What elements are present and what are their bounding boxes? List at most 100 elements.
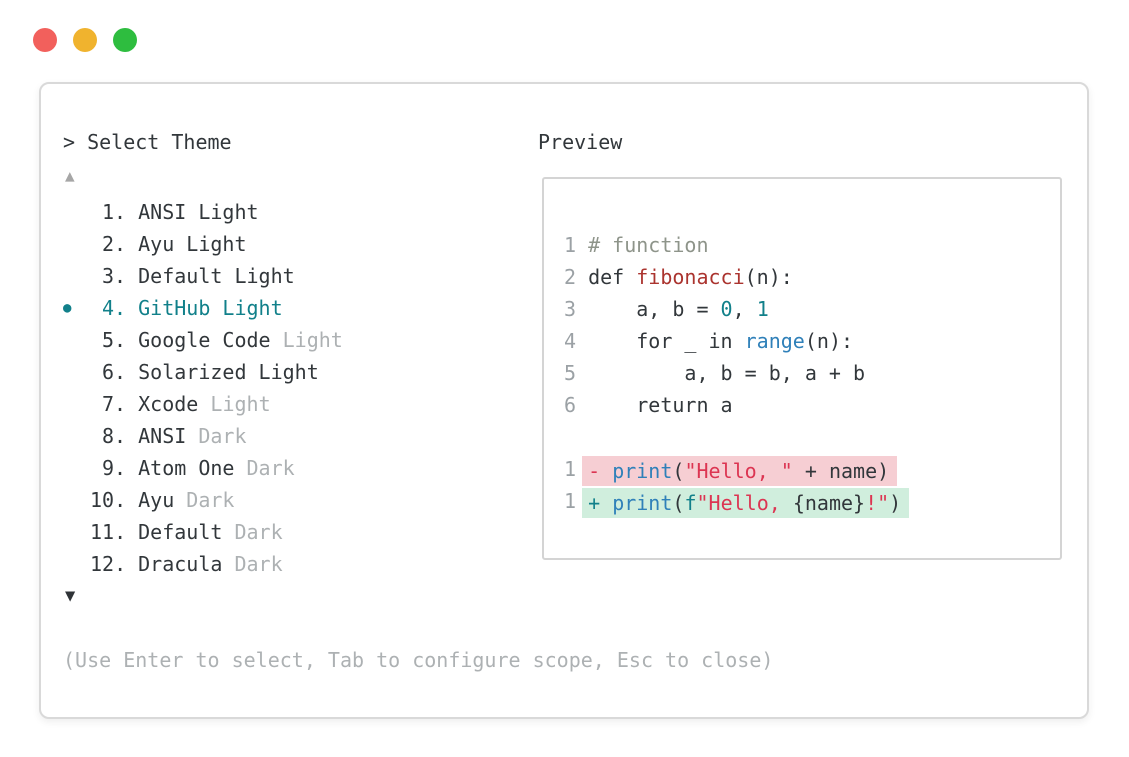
close-window-button[interactable] xyxy=(33,28,57,52)
diff-removed-line: - print("Hello, " + name) xyxy=(582,455,898,486)
theme-name-dim-suffix: Light xyxy=(270,328,343,352)
code-token: ( xyxy=(672,458,685,483)
code-line: 6 return a xyxy=(564,389,1060,421)
code-line-content: a, b = b, a + b xyxy=(588,357,865,389)
line-number: 1 xyxy=(564,489,589,513)
bullet-placeholder xyxy=(63,228,90,260)
code-token: !" xyxy=(865,490,890,515)
code-line: 2 def fibonacci(n): xyxy=(564,261,1060,293)
theme-option-ayu-dark[interactable]: 10. Ayu Dark xyxy=(63,484,343,516)
bullet-placeholder xyxy=(63,484,90,516)
theme-name: ANSI Dark xyxy=(138,424,247,448)
select-theme-prompt: > Select Theme xyxy=(63,130,232,154)
code-token: - xyxy=(588,458,613,483)
line-number: 3 xyxy=(564,297,589,321)
code-token: a, b = b, a + b xyxy=(588,361,866,385)
line-number: 4 xyxy=(564,329,589,353)
preview-label: Preview xyxy=(538,130,623,154)
code-line-content: for _ in range(n): xyxy=(588,325,853,357)
code-line: 1 + print(f"Hello, {name}!") xyxy=(564,485,1060,518)
bullet-placeholder xyxy=(63,388,90,420)
theme-number: 3. xyxy=(102,264,127,288)
code-token: + name) xyxy=(792,458,890,483)
code-token: f xyxy=(684,490,697,515)
code-line: 5 a, b = b, a + b xyxy=(564,357,1060,389)
theme-option-xcode-light[interactable]: 7. Xcode Light xyxy=(63,388,343,420)
theme-name-dim-suffix: Light xyxy=(198,392,271,416)
theme-picker-panel: > Select Theme ▲ 1. ANSI Light 2. Ayu Light… xyxy=(39,82,1089,719)
theme-option-default-light[interactable]: 3. Default Light xyxy=(63,260,343,292)
bullet-placeholder xyxy=(63,324,90,356)
bullet-placeholder xyxy=(63,356,90,388)
bullet-placeholder xyxy=(63,420,90,452)
bullet-placeholder xyxy=(63,548,90,580)
code-token: ( xyxy=(672,490,685,515)
bullet-placeholder xyxy=(63,452,90,484)
code-token: "Hello, " xyxy=(684,458,793,483)
theme-name-dim-suffix: Dark xyxy=(186,424,247,448)
minimize-window-button[interactable] xyxy=(73,28,97,52)
theme-number: 1. xyxy=(102,200,127,224)
theme-number: 2. xyxy=(102,232,127,256)
line-number: 1 xyxy=(564,457,589,481)
theme-number: 7. xyxy=(102,392,127,416)
theme-name: GitHub Light xyxy=(138,296,283,320)
code-token: ) xyxy=(889,490,902,515)
code-line-content: return a xyxy=(588,389,733,421)
code-token: for _ in xyxy=(588,329,745,353)
code-line: 1 # function xyxy=(564,229,1060,261)
theme-option-google-code-light[interactable]: 5. Google Code Light xyxy=(63,324,343,356)
theme-option-dracula-dark[interactable]: 12. Dracula Dark xyxy=(63,548,343,580)
zoom-window-button[interactable] xyxy=(113,28,137,52)
theme-name: Dracula Dark xyxy=(138,552,283,576)
code-token: range xyxy=(744,329,805,353)
bullet-placeholder xyxy=(63,260,90,292)
code-line: 1 - print("Hello, " + name) xyxy=(564,453,1060,486)
code-line xyxy=(564,421,1060,453)
theme-option-github-light[interactable]: ●4.GitHub Light xyxy=(63,292,343,324)
theme-name: Default Light xyxy=(138,264,295,288)
theme-name-dim-suffix: Dark xyxy=(222,520,283,544)
code-token: (n): xyxy=(804,329,854,353)
theme-option-atom-one-dark[interactable]: 9.Atom One Dark xyxy=(63,452,343,484)
theme-option-default-dark[interactable]: 11.Default Dark xyxy=(63,516,343,548)
scroll-up-icon[interactable]: ▲ xyxy=(65,166,75,185)
theme-name: Atom One Dark xyxy=(138,456,295,480)
theme-name: Ayu Dark xyxy=(138,488,235,512)
theme-number: 5. xyxy=(102,328,127,352)
code-token: a, b = xyxy=(588,297,721,321)
theme-option-ansi-dark[interactable]: 8.ANSI Dark xyxy=(63,420,343,452)
footer-hint: (Use Enter to select, Tab to configure s… xyxy=(63,648,774,672)
theme-option-solarized-light[interactable]: 6.Solarized Light xyxy=(63,356,343,388)
code-token: def xyxy=(588,265,637,289)
code-token: , xyxy=(732,297,757,321)
theme-name: ANSI Light xyxy=(138,200,259,224)
code-token: 1 xyxy=(756,297,769,321)
theme-name: Xcode Light xyxy=(138,392,271,416)
bullet-placeholder xyxy=(63,516,90,548)
theme-number: 10. xyxy=(90,488,127,512)
theme-list: 1. ANSI Light 2. Ayu Light 3. Default Light ●4… xyxy=(63,196,343,580)
theme-number: 11. xyxy=(90,520,127,544)
code-line-content: a, b = 0, 1 xyxy=(588,293,769,325)
code-token: + xyxy=(588,490,613,515)
theme-number: 6. xyxy=(102,360,127,384)
line-number: 5 xyxy=(564,361,589,385)
code-token: return a xyxy=(588,393,733,417)
theme-name: Google Code Light xyxy=(138,328,343,352)
theme-option-ayu-light[interactable]: 2. Ayu Light xyxy=(63,228,343,260)
window-controls xyxy=(33,28,137,52)
bullet-placeholder xyxy=(63,196,90,228)
scroll-down-icon[interactable]: ▼ xyxy=(65,586,76,606)
theme-option-ansi-light[interactable]: 1. ANSI Light xyxy=(63,196,343,228)
code-token: print xyxy=(612,458,673,483)
line-number: 6 xyxy=(564,393,589,417)
code-line: 3 a, b = 0, 1 xyxy=(564,293,1060,325)
code-token: print xyxy=(612,490,673,515)
theme-name: Ayu Light xyxy=(138,232,247,256)
code-token: {name} xyxy=(792,490,866,515)
theme-number: 12. xyxy=(90,552,127,576)
